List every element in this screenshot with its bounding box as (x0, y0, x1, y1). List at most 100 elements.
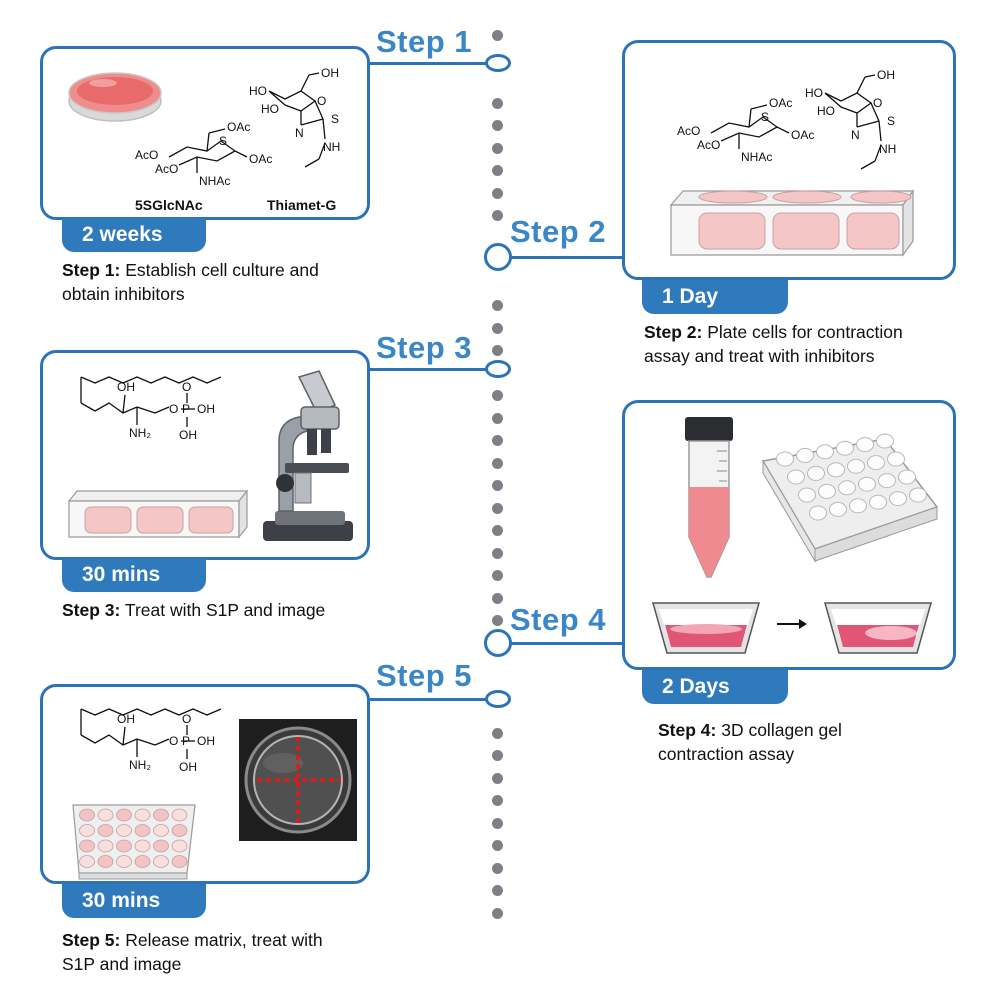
well (116, 855, 132, 868)
svg-text:OH: OH (117, 380, 135, 394)
well (776, 451, 794, 467)
well-image-micrograph (239, 719, 357, 841)
step-5-card: OH NH₂ O P OH O OH (40, 684, 370, 884)
step-3-connector (368, 368, 486, 371)
timeline-dot (492, 907, 503, 919)
well (898, 469, 916, 485)
step-3-node (485, 360, 511, 378)
svg-text:HO: HO (817, 104, 835, 118)
timeline-dot (492, 412, 503, 424)
svg-text:NH: NH (879, 142, 896, 156)
step-3-description: Step 3: Treat with S1P and image (62, 600, 326, 620)
svg-text:OH: OH (179, 760, 197, 774)
well (97, 824, 114, 837)
thiamet-g-structure: OH HO HO O N S NH (249, 66, 340, 168)
svg-text:O: O (873, 96, 882, 110)
step-3-duration-badge: 30 mins (62, 558, 206, 592)
svg-text:O: O (169, 402, 178, 416)
svg-text:HO: HO (249, 84, 267, 98)
step-4-duration-badge: 2 Days (642, 670, 788, 704)
well (116, 839, 132, 853)
well (134, 808, 151, 822)
well (134, 855, 151, 868)
step-5-connector (368, 698, 486, 701)
timeline-dot (492, 885, 503, 896)
5sglcnac-label: 5SGlcNAc (135, 197, 203, 213)
well (816, 444, 834, 460)
conical-tube-icon (685, 417, 733, 578)
step-2-duration-badge: 1 Day (642, 280, 788, 314)
step-4-title: Step 4 (510, 602, 607, 637)
svg-text:OH: OH (117, 712, 135, 726)
well (79, 855, 95, 868)
step-1-title: Step 1 (376, 24, 473, 59)
step-2-card: OAc AcO AcO S OAc NHAc OH HO HO O N S NH (622, 40, 956, 280)
collagen-gel-before-icon (652, 602, 760, 654)
s1p-structure: OH NH₂ O P OH O OH (80, 708, 222, 774)
timeline-dot (492, 120, 503, 131)
step-4-card (622, 400, 956, 670)
timeline-dot (492, 210, 503, 221)
step-5-node (485, 690, 511, 708)
well (171, 839, 188, 853)
well (858, 476, 876, 492)
step-1-node (485, 54, 511, 72)
timeline-dot (492, 570, 503, 581)
well (798, 487, 816, 503)
svg-text:HO: HO (261, 102, 279, 116)
well (876, 433, 894, 449)
arrow-right-icon (777, 619, 807, 629)
timeline-dot (492, 502, 503, 514)
s1p-structure: OH NH₂ O P OH O OH (80, 376, 222, 442)
svg-text:NHAc: NHAc (199, 174, 230, 188)
svg-text:OH: OH (197, 402, 215, 416)
timeline-dot (492, 615, 503, 626)
timeline-dot (492, 142, 503, 154)
svg-text:S: S (761, 110, 769, 124)
timeline-dot (492, 795, 503, 806)
thiamet-g-label: Thiamet-G (267, 197, 337, 213)
timeline-dot (492, 525, 503, 536)
well (153, 808, 169, 822)
timeline-dot (492, 390, 503, 401)
timeline-dot (492, 322, 503, 334)
well (829, 501, 847, 517)
well (796, 447, 814, 463)
well (809, 505, 827, 521)
well (836, 440, 854, 456)
timeline-dot (492, 300, 503, 311)
timeline-dot (492, 480, 503, 491)
timeline-dot (492, 592, 503, 604)
timeline-dot (492, 345, 503, 356)
timeline-dot (492, 435, 503, 446)
timeline-dot (492, 772, 503, 784)
timeline-dot (492, 817, 503, 829)
svg-text:AcO: AcO (697, 138, 720, 152)
well (856, 437, 874, 453)
svg-text:AcO: AcO (135, 148, 158, 162)
collagen-gel-after-icon (824, 602, 932, 654)
step-2-connector (510, 256, 624, 259)
well (849, 498, 867, 514)
step-1-card: OAc AcO AcO S OAc NHAc OH HO HO O N S NH… (40, 46, 370, 220)
well (97, 839, 114, 853)
svg-text:OAc: OAc (249, 152, 272, 166)
svg-text:S: S (331, 112, 339, 126)
well (97, 855, 114, 868)
svg-text:N: N (851, 128, 860, 142)
svg-text:AcO: AcO (155, 162, 178, 176)
svg-text:NHAc: NHAc (741, 150, 772, 164)
step-5-duration-badge: 30 mins (62, 884, 206, 918)
24-well-plate-icon (72, 804, 196, 880)
well (807, 465, 825, 481)
svg-text:AcO: AcO (677, 124, 700, 138)
timeline-dot (492, 840, 503, 851)
svg-text:O: O (317, 94, 326, 108)
well (887, 451, 905, 467)
well (878, 473, 896, 489)
svg-text:OH: OH (179, 428, 197, 442)
